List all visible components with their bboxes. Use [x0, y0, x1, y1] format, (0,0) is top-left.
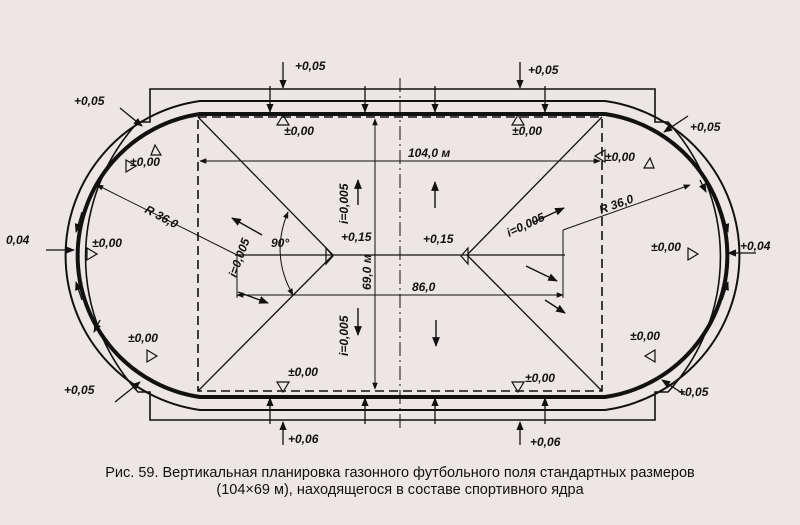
label-zero-ul-corner: ±0,00: [130, 155, 160, 169]
field-layout-diagram: +0,05 +0,05 +0,05 +0,05 +0,05 +0,05 0,04…: [6, 59, 771, 449]
label-zero-ur-corner: ±0,00: [605, 150, 635, 164]
label-zero-top-left: ±0,00: [284, 124, 314, 138]
label-right-004: +0,04: [740, 239, 771, 253]
label-field-015-right: +0,15: [423, 232, 454, 246]
label-lower-left-005: +0,05: [64, 383, 95, 397]
label-angle-90: 90°: [271, 236, 289, 250]
label-upper-left-005: +0,05: [74, 94, 105, 108]
label-zero-bottom-left: ±0,00: [288, 365, 318, 379]
label-zero-right-mid: ±0,00: [651, 240, 681, 254]
label-slope-bottom: i=0,005: [337, 315, 351, 356]
angle-arc: [279, 211, 294, 296]
label-left-004: 0,04: [6, 233, 30, 247]
label-zero-top-right: ±0,00: [512, 124, 542, 138]
track-outer-edge: [75, 112, 730, 399]
boundary-arrows: [46, 62, 756, 445]
label-zero-lr-corner: ±0,00: [630, 329, 660, 343]
label-zero-left-mid: ±0,00: [92, 236, 122, 250]
label-bottom-right-006: +0,06: [530, 435, 561, 449]
radius-left-line: [96, 184, 238, 256]
label-field-015-left: +0,15: [341, 230, 372, 244]
football-field: [197, 116, 603, 392]
label-length-86: 86,0: [412, 280, 436, 294]
label-zero-bottom-right: ±0,00: [525, 371, 555, 385]
label-length-104: 104,0 м: [408, 146, 450, 160]
level-marks: [86, 113, 700, 394]
outer-boundary: [84, 88, 722, 421]
label-bottom-left-006: +0,06: [288, 432, 319, 446]
label-top-left-005: +0,05: [295, 59, 326, 73]
label-width-69: 69,0 м: [360, 254, 374, 290]
caption-line-2: (104×69 м), находящегося в составе спорт…: [216, 482, 584, 498]
figure-caption: Рис. 59. Вертикальная планировка газонно…: [20, 465, 780, 499]
label-slope-left: i=0,005: [226, 236, 253, 279]
label-radius-left: R 36,0: [143, 202, 181, 231]
label-slope-top: i=0,005: [337, 183, 351, 224]
slope-arrows: [231, 179, 566, 347]
track-inner-edge: [64, 100, 741, 411]
label-slope-right: i=0,005: [504, 210, 547, 240]
caption-line-1: Рис. 59. Вертикальная планировка газонно…: [105, 465, 695, 481]
label-upper-right-005: +0,05: [690, 120, 721, 134]
label-lower-right-005: +0,05: [678, 385, 709, 399]
label-zero-ll-corner: ±0,00: [128, 331, 158, 345]
label-radius-right: R 36,0: [597, 191, 635, 216]
radius-right-line: [562, 184, 691, 231]
label-top-right-005: +0,05: [528, 63, 559, 77]
